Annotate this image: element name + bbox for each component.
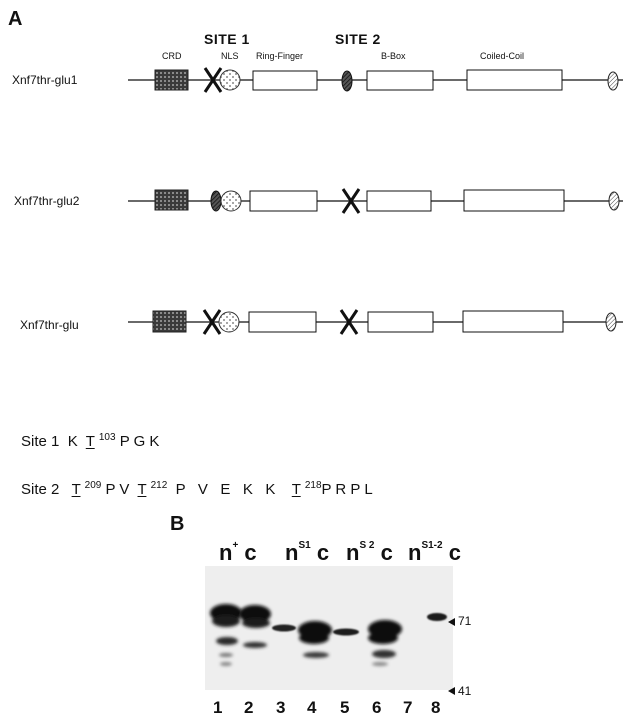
marker-41-arrow bbox=[448, 687, 455, 695]
lane-2-bands bbox=[239, 605, 271, 648]
site-1-header: SITE 1 bbox=[204, 31, 250, 47]
lane-header-c: c bbox=[244, 540, 257, 565]
panel-a-label: A bbox=[8, 8, 23, 30]
site-2-mutation-mark bbox=[339, 309, 359, 335]
lane-1-bands bbox=[210, 604, 242, 666]
lane-header-sup: + bbox=[232, 540, 239, 551]
lane-header-n: n bbox=[285, 540, 299, 565]
b-box-box bbox=[367, 311, 434, 333]
coiled-coil-label: Coiled-Coil bbox=[480, 51, 525, 61]
lane-header-1: n+ c bbox=[219, 540, 257, 566]
site-1-mutation-mark bbox=[202, 309, 222, 335]
lane-3-bands bbox=[272, 624, 296, 632]
domain-diagrams bbox=[128, 67, 623, 335]
site-1-seq-label: Site 1 bbox=[21, 433, 60, 450]
marker-71-label: 71 bbox=[458, 614, 472, 628]
lane-number-2: 2 bbox=[244, 698, 254, 717]
b-box-label: B-Box bbox=[381, 51, 406, 61]
nls-circle bbox=[218, 311, 240, 333]
crd-box bbox=[154, 69, 189, 91]
lane-header-sup: S1 bbox=[298, 540, 311, 551]
c-terminal-oval bbox=[608, 191, 620, 211]
crd-box bbox=[152, 310, 187, 333]
lane-header-sup: S 2 bbox=[359, 540, 375, 551]
construct-name-1: Xnf7thr-glu1 bbox=[12, 73, 78, 87]
coiled-coil-box bbox=[462, 310, 564, 333]
ring-finger-box bbox=[248, 311, 317, 333]
lane-header-n: n bbox=[346, 540, 360, 565]
site-2-seq-label: Site 2 bbox=[21, 481, 60, 498]
lane-8-bands bbox=[427, 613, 447, 621]
site-2-sequence: Site 2 T 209 P V T 212 P V E K K T 218P … bbox=[21, 480, 373, 498]
construct-diagram-3 bbox=[128, 309, 623, 335]
lane-header-4: nS1-2 c bbox=[408, 540, 461, 566]
construct-name-2: Xnf7thr-glu2 bbox=[14, 194, 80, 208]
nls-label: NLS bbox=[221, 51, 239, 61]
lane-header-c: c bbox=[316, 540, 330, 565]
marker-41-label: 41 bbox=[458, 684, 472, 698]
c-terminal-oval bbox=[607, 71, 619, 91]
lane-header-sup: S1-2 bbox=[421, 540, 443, 551]
lane-number-5: 5 bbox=[340, 698, 350, 717]
construct-diagram-1 bbox=[128, 67, 623, 93]
b-box-box bbox=[366, 70, 434, 91]
coiled-coil-box bbox=[466, 69, 563, 91]
construct-name-3: Xnf7thr-glu bbox=[20, 318, 79, 332]
ring-finger-box bbox=[249, 190, 318, 212]
lane-number-3: 3 bbox=[276, 698, 286, 717]
site-2-phospho-oval bbox=[341, 70, 353, 92]
b-box-box bbox=[366, 190, 432, 212]
lane-header-n: n bbox=[219, 540, 233, 565]
construct-diagram-2 bbox=[128, 188, 623, 214]
site-1-sequence: Site 1 K T 103 P G K bbox=[21, 432, 160, 450]
nls-circle bbox=[219, 69, 241, 91]
crd-label: CRD bbox=[162, 51, 182, 61]
site-2-header: SITE 2 bbox=[335, 31, 381, 47]
panel-b-label: B bbox=[170, 513, 185, 535]
lane-header-3: nS 2 c bbox=[346, 540, 393, 566]
lane-number-6: 6 bbox=[372, 698, 382, 717]
lane-number-7: 7 bbox=[403, 698, 413, 717]
lane-6-bands bbox=[368, 620, 402, 666]
lane-4-bands bbox=[298, 621, 332, 658]
ring-finger-label: Ring-Finger bbox=[256, 51, 304, 61]
lane-header-n: n bbox=[408, 540, 422, 565]
lane-number-4: 4 bbox=[307, 698, 317, 717]
nls-circle bbox=[220, 190, 242, 212]
site-2-mutation-mark bbox=[341, 188, 361, 214]
c-terminal-oval bbox=[605, 312, 617, 332]
lane-header-c: c bbox=[448, 540, 461, 565]
site-1-mutation-mark bbox=[203, 67, 223, 93]
lane-5-bands bbox=[333, 628, 359, 636]
lane-number-8: 8 bbox=[431, 698, 441, 717]
lane-header-2: nS1 c bbox=[285, 540, 329, 566]
crd-box bbox=[154, 189, 189, 211]
lane-header-c: c bbox=[380, 540, 393, 565]
coiled-coil-box bbox=[463, 189, 565, 212]
ring-finger-box bbox=[252, 70, 318, 91]
marker-71-arrow bbox=[448, 618, 455, 626]
lane-number-1: 1 bbox=[213, 698, 223, 717]
